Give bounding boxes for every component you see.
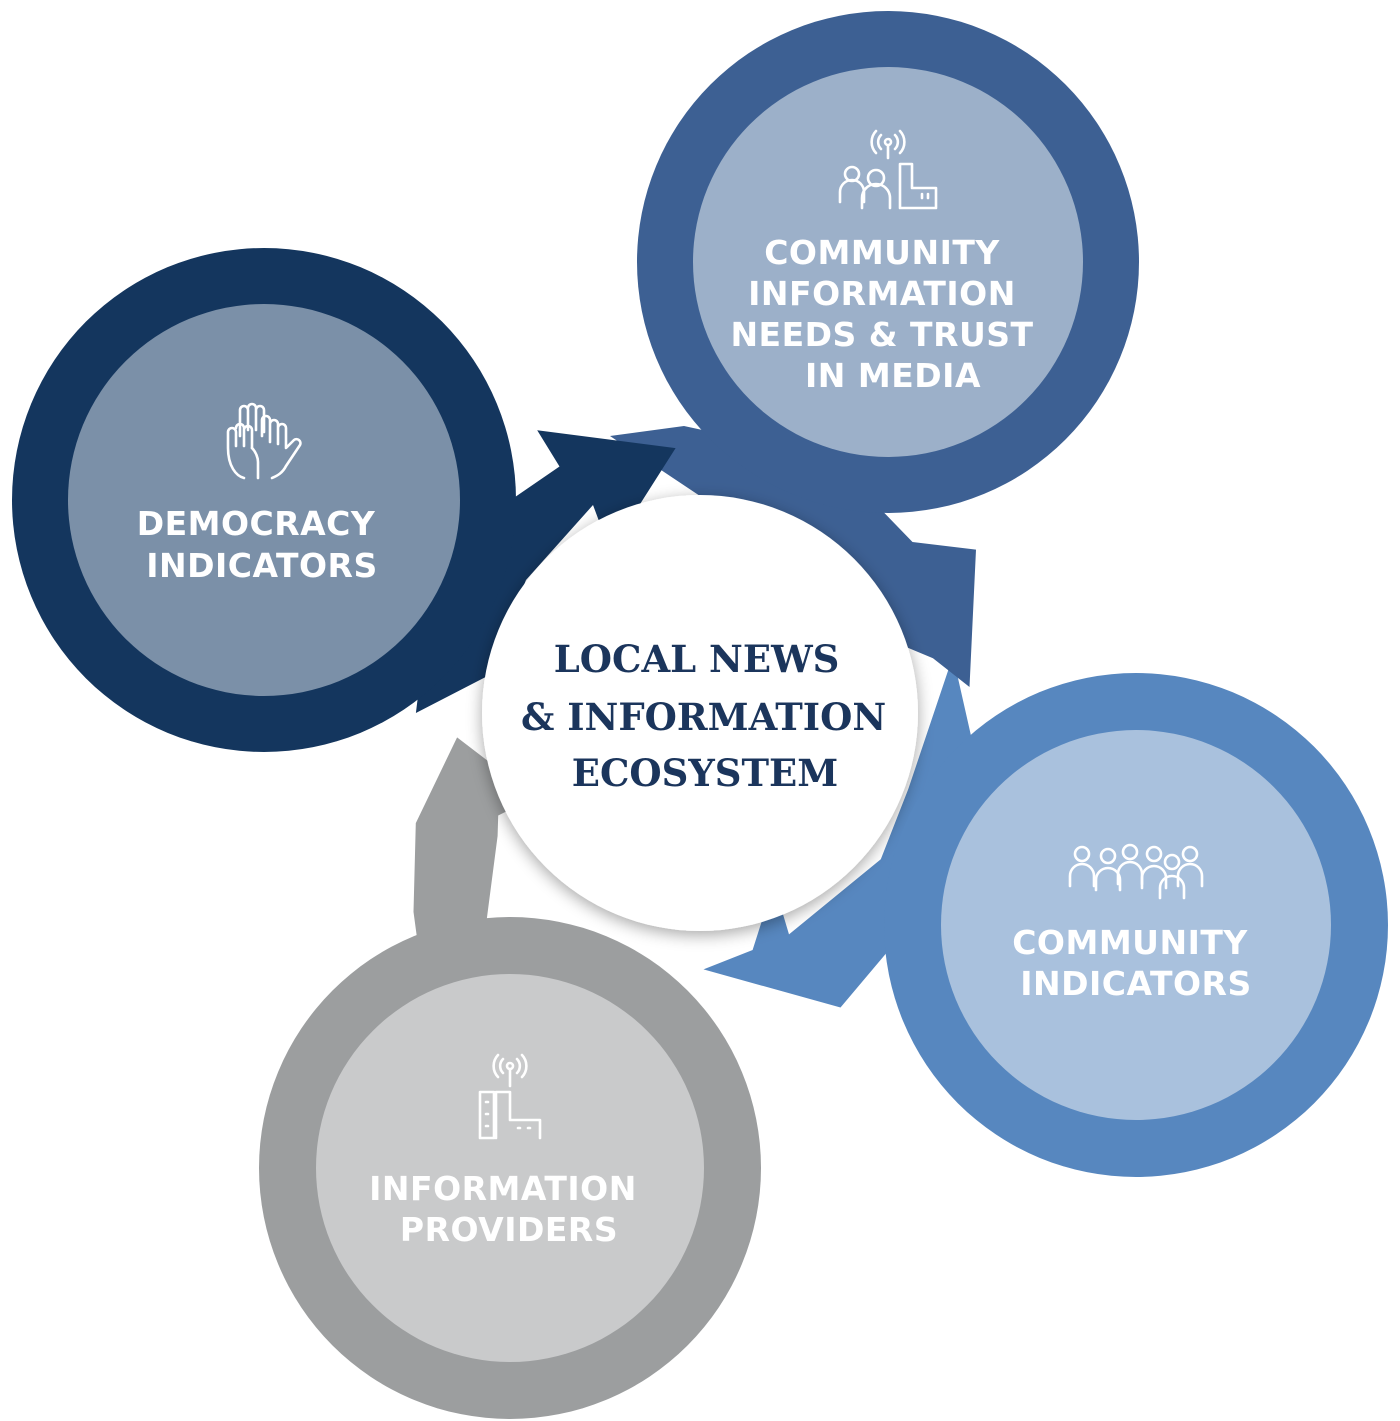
node-disc: [941, 730, 1331, 1120]
needs-label-line-1: COMMUNITY: [764, 233, 1000, 272]
broadcast-building-icon: [478, 1053, 542, 1140]
democracy-label-line-2: INDICATORS: [146, 546, 378, 585]
center-title-line-3: ECOSYSTEM: [572, 751, 838, 795]
democracy-label-line-1: DEMOCRACY: [137, 504, 376, 543]
needs-label-line-4: IN MEDIA: [805, 356, 981, 395]
svg-text:COMMUNITY INFORMATION: COMMUNITY INFORMATION NEEDS & TRUST IN M…: [730, 233, 1045, 395]
providers-label-line-1: INFORMATION: [369, 1169, 637, 1208]
crowd-icon: [1068, 843, 1204, 900]
svg-text:LOCAL NEWS & INFORMATION: LOCAL NEWS & INFORMATION ECOSYSTEM: [521, 637, 899, 795]
node-disc: [316, 974, 704, 1362]
svg-text:INFORMATION PROVIDERS: INFORMATION PROVIDERS: [369, 1169, 649, 1249]
center-title-line-1: LOCAL NEWS: [554, 637, 840, 681]
node-disc: [68, 304, 460, 696]
center-title-line-2: & INFORMATION: [521, 695, 886, 739]
node-community-information-needs: COMMUNITY INFORMATION NEEDS & TRUST IN M…: [637, 11, 1139, 513]
community-indicators-label-line-1: COMMUNITY: [1012, 923, 1248, 962]
community-indicators-label-line-2: INDICATORS: [1020, 964, 1252, 1003]
node-community-indicators: COMMUNITY INDICATORS: [884, 673, 1388, 1177]
cycle-arrow-navy: [415, 430, 676, 713]
raised-hands-icon: [226, 402, 302, 480]
node-disc: [693, 67, 1083, 457]
providers-label-line-2: PROVIDERS: [400, 1210, 618, 1249]
people-broadcast-icon: [838, 129, 938, 210]
center-hub: LOCAL NEWS & INFORMATION ECOSYSTEM: [482, 495, 918, 931]
node-information-providers: INFORMATION PROVIDERS: [259, 917, 761, 1419]
svg-text:COMMUNITY INDICATORS: COMMUNITY INDICATORS: [1012, 923, 1260, 1003]
needs-label-line-2: INFORMATION: [748, 274, 1016, 313]
needs-label-line-3: NEEDS & TRUST: [730, 315, 1033, 354]
svg-text:DEMOCRACY INDICATORS: DEMOCRACY INDICATORS: [137, 504, 388, 585]
node-democracy-indicators: DEMOCRACY INDICATORS: [12, 248, 516, 752]
